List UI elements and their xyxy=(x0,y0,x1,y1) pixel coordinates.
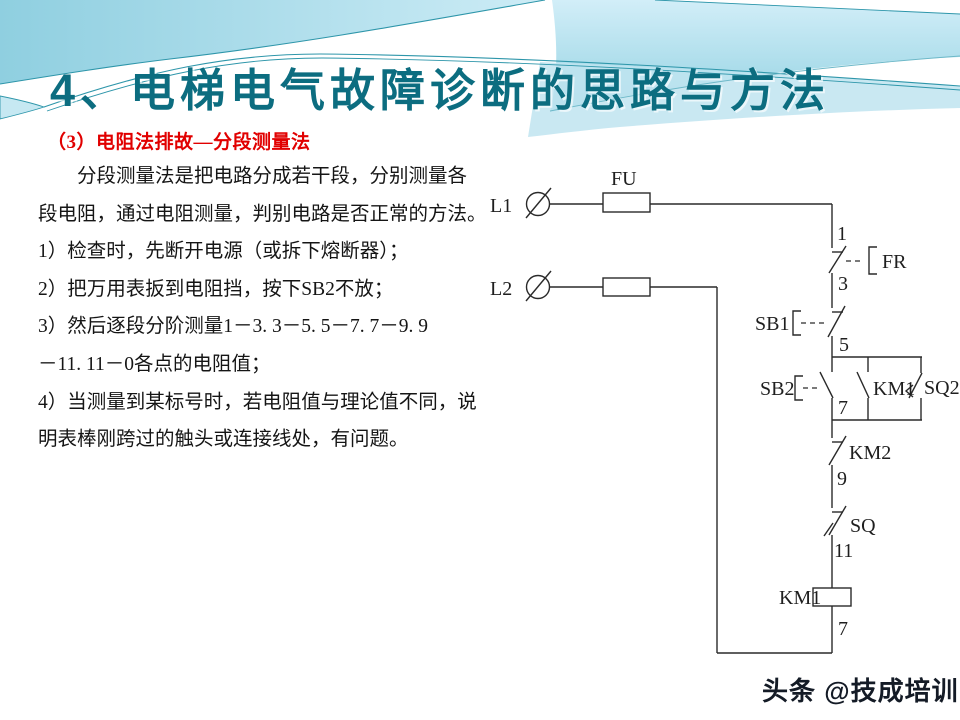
label-sb2: SB2 xyxy=(760,378,794,400)
km1-contact-icon xyxy=(856,357,870,420)
node-number-5: 5 xyxy=(839,334,849,356)
body-paragraph: 分段测量法是把电路分成若干段，分别测量各 段电阻，通过电阻测量，判别电路是否正常… xyxy=(38,158,488,459)
label-km1: KM1 xyxy=(873,378,915,400)
circuit-diagram: L1 L2 FU FR SB1 SB2 KM1 SQ2 KM2 SQ KM1 1… xyxy=(490,168,960,654)
fuse-l2-icon xyxy=(602,277,651,297)
label-km1-coil: KM1 xyxy=(779,587,821,609)
accent-line-wedge-edge xyxy=(0,0,546,85)
paragraph-line: 2）把万用表扳到电阻挡，按下SB2不放； xyxy=(38,278,394,300)
accent-line-band-bottom xyxy=(549,55,960,112)
fuse-fu-icon xyxy=(602,192,651,213)
label-sq: SQ xyxy=(850,515,876,537)
sb1-button-icon xyxy=(792,305,846,338)
sb2-button-icon xyxy=(794,357,834,420)
paragraph-line: 段电阻，通过电阻测量，判别电路是否正常的方法。 xyxy=(38,203,487,225)
terminal-l2-icon xyxy=(525,270,552,302)
label-l1: L1 xyxy=(490,195,512,217)
accent-line-sweep-2 xyxy=(46,57,960,112)
paragraph-line: 4）当测量到某标号时，若电阻值与理论值不同，说 xyxy=(38,391,477,413)
node-number-1: 1 xyxy=(837,223,847,245)
label-fu: FU xyxy=(611,168,637,190)
paragraph-line: 明表棒刚跨过的触头或连接线处，有问题。 xyxy=(38,429,409,451)
paragraph-line: 1）检查时，先断开电源（或拆下熔断器）； xyxy=(38,241,409,263)
label-km2: KM2 xyxy=(849,442,891,464)
km2-contact-icon xyxy=(828,435,847,466)
section-subtitle: （3）电阻法排故—分段测量法 xyxy=(47,132,311,153)
label-sb1: SB1 xyxy=(755,313,789,335)
wave-lower-band xyxy=(528,62,960,137)
sq2-limit-switch-icon xyxy=(904,357,923,420)
accent-line-sweep-1 xyxy=(43,53,960,108)
node-number-3: 3 xyxy=(838,273,848,295)
slide-title: 4、电梯电气故障诊断的思路与方法 xyxy=(50,65,831,116)
paragraph-line: 3）然后逐段分阶测量1－3. 3－5. 5－7. 7－9. 9 xyxy=(38,316,429,338)
node-number-7: 7 xyxy=(838,397,848,419)
accent-line-band-top xyxy=(654,0,960,15)
sq-limit-switch-icon xyxy=(823,505,847,537)
label-l2: L2 xyxy=(490,278,512,300)
watermark: 头条 @技成培训 xyxy=(762,676,959,706)
header-wave-decoration xyxy=(0,0,960,137)
label-fr: FR xyxy=(882,251,907,273)
node-number-7b: 7 xyxy=(838,618,848,640)
terminal-l1-icon xyxy=(525,187,552,219)
node-number-11: 11 xyxy=(834,540,853,562)
paragraph-line: －11. 11－0各点的电阻值； xyxy=(38,353,271,375)
paragraph-line: 分段测量法是把电路分成若干段，分别测量各 xyxy=(77,166,468,187)
fr-contact-icon xyxy=(828,245,877,275)
label-sq2: SQ2 xyxy=(924,377,960,399)
wave-ribbon-tail xyxy=(0,95,46,120)
node-number-9: 9 xyxy=(837,468,847,490)
